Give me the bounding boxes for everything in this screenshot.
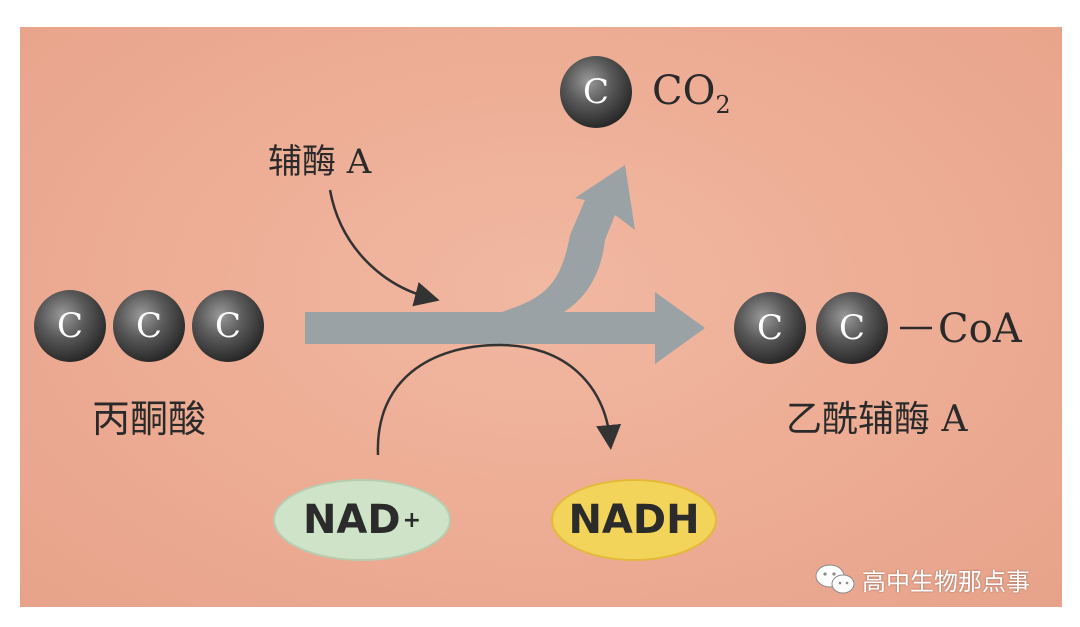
- branch-arrow: [495, 165, 635, 330]
- nad-ellipse: [273, 479, 451, 561]
- nadh-ellipse: [551, 479, 717, 561]
- co2-label: CO2: [652, 68, 731, 119]
- watermark-text: 高中生物那点事: [862, 568, 1030, 596]
- nad-text: NAD: [302, 497, 401, 543]
- acetyl-atom: [816, 292, 888, 364]
- acetyl-atom-label: C: [756, 308, 783, 348]
- pyruvate-atom-label: C: [56, 306, 83, 346]
- nadh-label: NADH: [568, 497, 700, 543]
- pyruvate-atom-label: C: [214, 306, 241, 346]
- coenzyme-a-label: 辅酶 A: [268, 142, 372, 182]
- coa-label: CoA: [938, 306, 1022, 352]
- pyruvate-atom: [192, 290, 264, 362]
- coenzyme-arrow: [328, 189, 440, 307]
- wechat-icon: [815, 564, 855, 594]
- acetyl-atom: [734, 292, 806, 364]
- acetyl-coa-label: 乙酰辅酶 A: [786, 399, 968, 440]
- co2-formula-main: CO: [652, 68, 716, 114]
- co2-atom: [560, 56, 632, 128]
- nad-superscript: +: [402, 507, 422, 533]
- nad-plus-label: NAD+: [274, 480, 450, 560]
- pyruvate-label: 丙酮酸: [92, 397, 207, 441]
- main-arrow: [305, 292, 705, 364]
- co2-formula-sub: 2: [715, 91, 731, 119]
- co2-atom-label: C: [582, 72, 609, 112]
- pyruvate-atom: [113, 290, 185, 362]
- pyruvate-atom-label: C: [135, 306, 162, 346]
- acetyl-atom-label: C: [838, 308, 865, 348]
- nad-arrow: [376, 343, 622, 456]
- pyruvate-atom: [34, 290, 106, 362]
